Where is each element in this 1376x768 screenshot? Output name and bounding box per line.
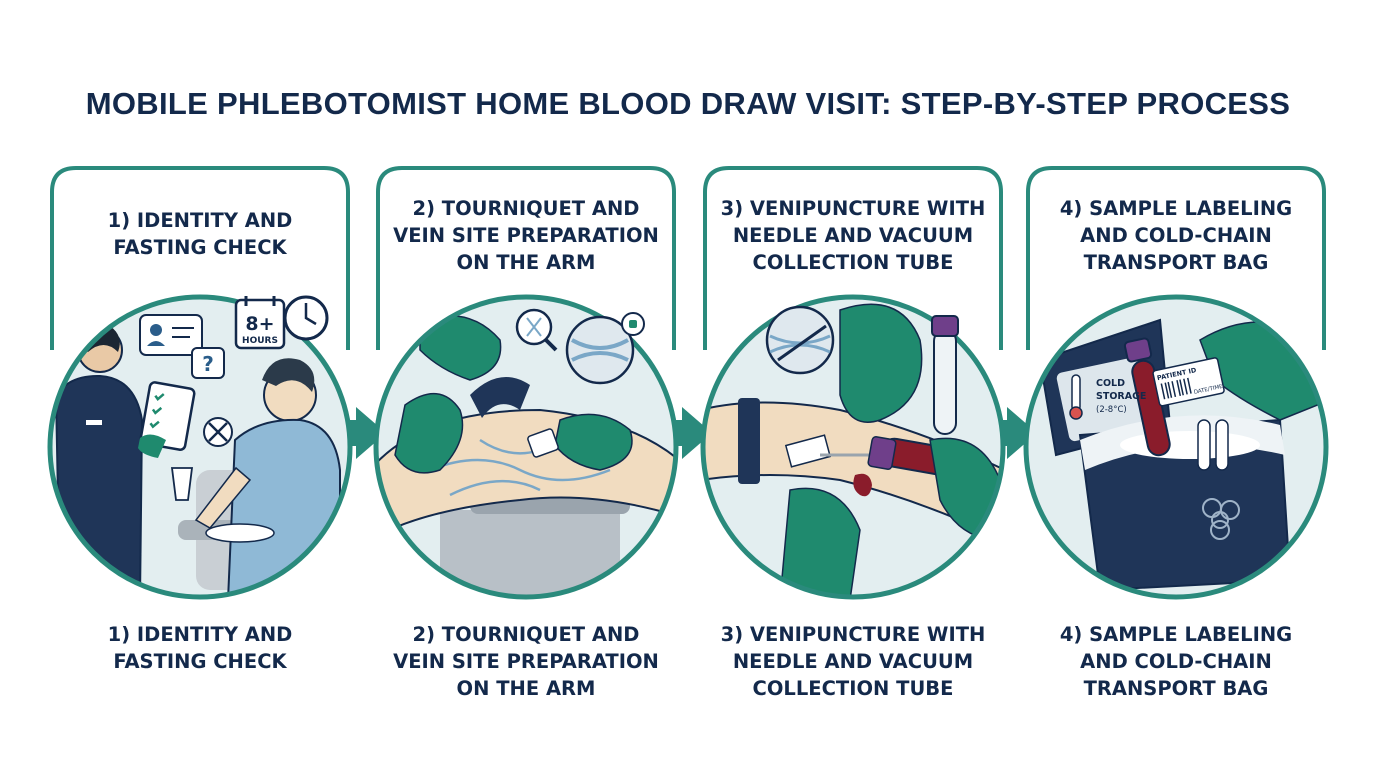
illustration-identity-fasting-check: ? 8+ HOURS [47,294,353,600]
svg-text:?: ? [202,352,214,376]
step-3-title: 3) VENIPUNCTURE WITH NEEDLE AND VACUUM C… [720,197,986,274]
step-2-caption: 2) TOURNIQUET AND VEIN SITE PREPARATION … [393,623,659,700]
needle-zoom-icon [765,305,835,375]
panel-frames [50,166,1326,350]
panel-frame-1 [50,166,350,350]
clock-icon [283,295,329,341]
step-3-caption: 3) VENIPUNCTURE WITH NEEDLE AND VACUUM C… [720,623,986,700]
magnifier-icon [515,308,558,352]
illustration-venipuncture-tube [700,294,1006,600]
step-4-title: 4) SAMPLE LABELING AND COLD-CHAIN TRANSP… [1059,197,1293,274]
panel-frame-2 [376,166,676,350]
patient-label: PATIENT ID DATE/TIME [1152,357,1225,407]
fasting-hours-unit: HOURS [242,336,278,346]
vein-zoom-icon [565,315,635,385]
biohazard-icon [1202,498,1240,540]
step-1-caption: 1) IDENTITY AND FASTING CHECK [107,623,293,673]
step-1-title: 1) IDENTITY AND FASTING CHECK [107,209,293,259]
fasting-hours-value: 8+ [245,313,274,335]
collection-tube-icon [931,315,959,435]
illustration-tourniquet-vein-prep [373,294,679,600]
step-4-caption: 4) SAMPLE LABELING AND COLD-CHAIN TRANSP… [1059,623,1293,700]
illustration-labeling-cold-chain: COLD STORAGE (2-8°C) PATIENT ID DATE/TIM… [1023,294,1329,600]
cold-storage-line-1: COLD [1096,378,1125,389]
panel-frame-3 [703,166,1003,350]
page-title: MOBILE PHLEBOTOMIST HOME BLOOD DRAW VISI… [85,86,1291,121]
cold-storage-line-2: STORAGE [1096,391,1146,402]
panel-frame-4 [1026,166,1326,350]
cold-storage-line-3: (2-8°C) [1096,405,1127,415]
step-2-title: 2) TOURNIQUET AND VEIN SITE PREPARATION … [393,197,659,274]
